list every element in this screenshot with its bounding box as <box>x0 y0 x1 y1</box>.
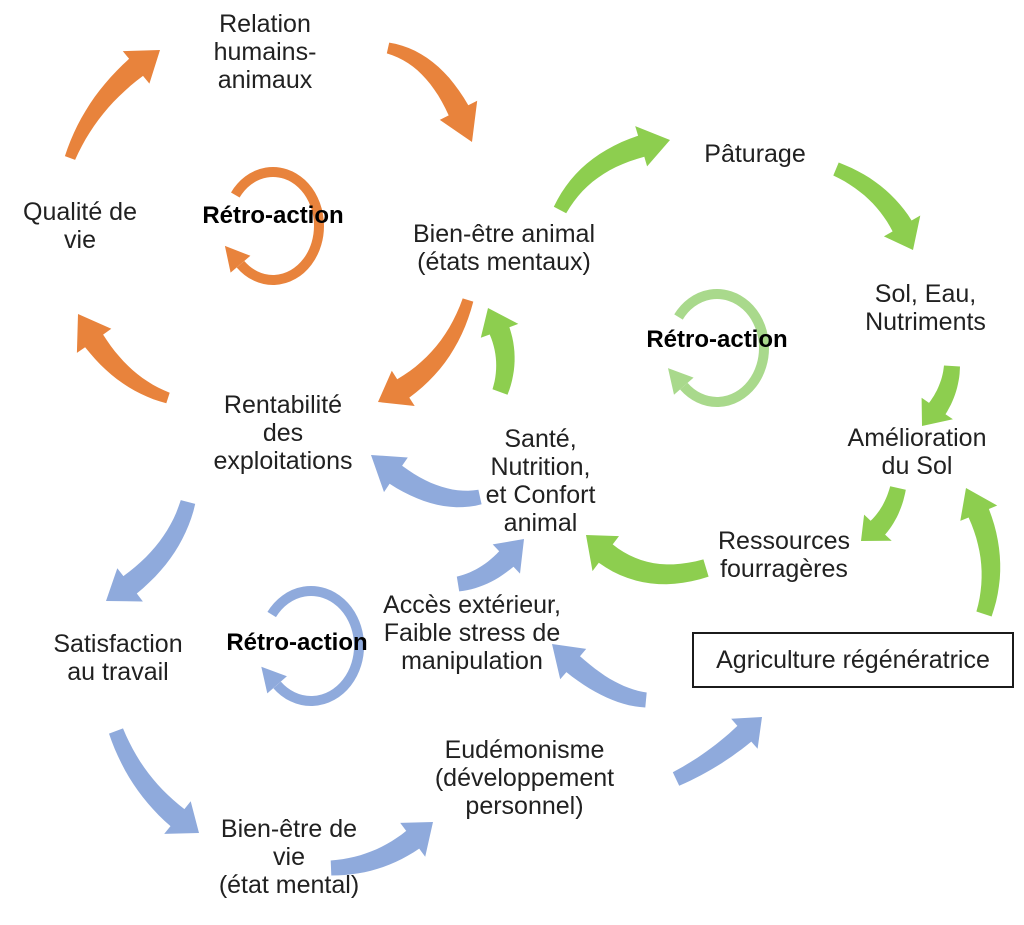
arrow-bien-etre-vie-to-eudemonisme <box>330 822 433 876</box>
arrow-agriculture-to-amelioration <box>960 488 1001 617</box>
node-rentabilite-des-exploitations: Rentabilité des exploitations <box>213 391 353 475</box>
arrow-sol-eau-to-amelioration <box>921 365 960 426</box>
node-relation-humains-animaux: Relation humains- animaux <box>213 10 317 94</box>
node-sante-nutrition-confort-animal: Santé, Nutrition, et Confort animal <box>485 425 596 537</box>
node-bien-etre-animal: Bien-être animal (états mentaux) <box>412 220 596 276</box>
arrow-bien-etre-animal-to-paturage <box>553 126 670 214</box>
retro-action-label-orange: Rétro-action <box>202 202 344 229</box>
node-acces-exterieur-faible-stress: Accès extérieur, Faible stress de manipu… <box>383 591 561 675</box>
retro-loop-green-icon-head <box>668 368 694 395</box>
arrow-sante-to-rentabilite <box>371 455 482 508</box>
retro-action-label-green: Rétro-action <box>646 326 788 353</box>
arrow-acces-to-sante <box>456 539 524 592</box>
arrow-ressources-to-sante <box>586 535 709 585</box>
retro-loop-green-icon <box>674 289 769 407</box>
arrow-rentabilite-to-satisfaction <box>106 500 196 602</box>
retro-loop-orange-icon-head <box>224 245 251 273</box>
node-eudemonisme: Eudémonisme (développement personnel) <box>434 736 615 820</box>
node-paturage: Pâturage <box>704 140 806 168</box>
arrow-sante-to-bien-etre-animal <box>480 308 519 395</box>
arrow-satisfaction-to-bien-etre-vie <box>109 728 199 834</box>
arrow-rentabilite-to-qualite <box>76 314 170 404</box>
arrow-eudemonisme-to-acces <box>552 644 647 708</box>
node-sol-eau-nutriments: Sol, Eau, Nutriments <box>865 280 986 336</box>
node-bien-etre-de-vie: Bien-être de vie (état mental) <box>218 815 360 899</box>
node-ressources-fourrageres: Ressources fourragères <box>718 527 850 583</box>
retro-loop-blue-icon-head <box>261 666 287 694</box>
node-agriculture-regeneratrice-box: Agriculture régénératrice <box>692 632 1014 688</box>
arrow-amelioration-to-ressources <box>861 486 906 541</box>
retro-loop-orange-icon <box>231 167 324 285</box>
arrow-relation-to-bien-etre-animal <box>386 42 478 142</box>
node-amelioration-du-sol: Amélioration du Sol <box>847 424 987 480</box>
arrow-paturage-to-sol-eau <box>833 162 921 250</box>
node-qualite-de-vie: Qualité de vie <box>23 198 137 254</box>
node-satisfaction-au-travail: Satisfaction au travail <box>53 630 183 686</box>
arrow-qualite-to-relation <box>64 50 160 160</box>
arrow-eudemonisme-to-agriculture <box>672 717 762 786</box>
arrow-bien-etre-animal-to-rentabilite <box>378 298 474 406</box>
retro-loop-blue-icon <box>267 586 365 707</box>
retro-action-label-blue: Rétro-action <box>226 629 368 656</box>
